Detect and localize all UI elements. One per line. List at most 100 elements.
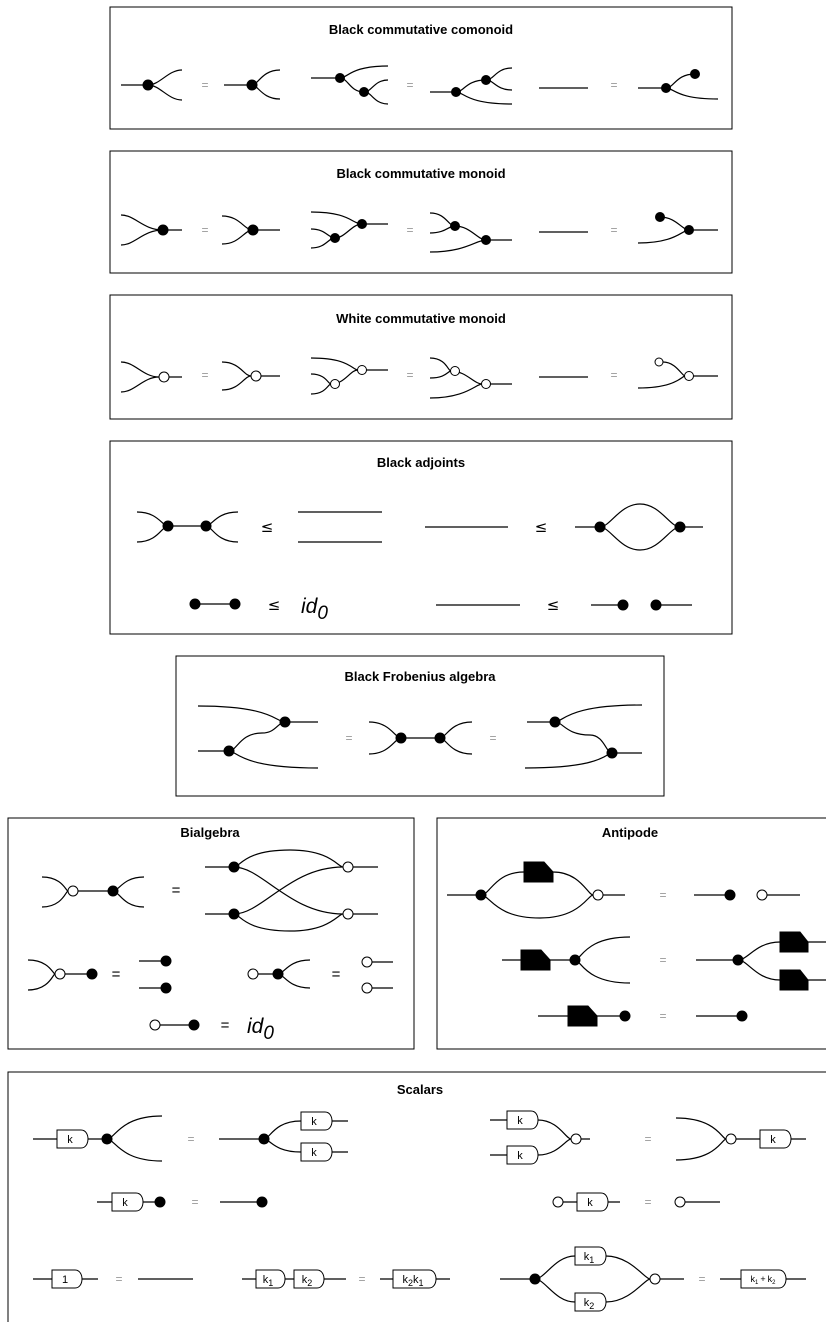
wire — [696, 941, 826, 981]
scalar-label: k — [122, 1197, 128, 1209]
panel-title: Bialgebra — [180, 825, 240, 840]
black-node — [569, 954, 581, 966]
black-node — [157, 224, 169, 236]
equals-sign: = — [345, 731, 352, 745]
scalar-box — [111, 1192, 144, 1212]
scalar-box — [759, 1129, 792, 1149]
black-node — [359, 87, 369, 97]
antipode-box — [779, 969, 809, 991]
panel-bialgebra: Bialgebra = = = = id0 — [7, 817, 415, 1050]
panel-scalars: Scalars k = k k k k = k k = — [7, 1071, 826, 1322]
antipode-box — [779, 931, 809, 953]
black-node — [619, 1010, 631, 1022]
black-node — [189, 598, 201, 610]
black-node — [357, 219, 367, 229]
panel-title: White commutative monoid — [336, 311, 506, 326]
scalar-box — [300, 1142, 333, 1162]
panel-frame — [175, 655, 665, 797]
equals-sign: = — [221, 1017, 230, 1034]
panel-title: Scalars — [397, 1082, 443, 1097]
white-node — [649, 1273, 661, 1285]
scalar-label: k2k1 — [402, 1274, 423, 1288]
scalar-box — [740, 1269, 787, 1289]
scalar-label: k2 — [584, 1297, 595, 1311]
equals-sign: = — [698, 1272, 705, 1286]
black-node — [107, 885, 119, 897]
white-node — [330, 379, 340, 389]
white-node — [67, 885, 79, 897]
wire — [500, 1255, 684, 1303]
panel-title: Black commutative monoid — [336, 166, 505, 181]
black-node — [475, 889, 487, 901]
equals-sign: = — [332, 966, 341, 983]
black-node — [228, 861, 240, 873]
scalar-box — [506, 1145, 539, 1165]
equals-sign: = — [644, 1132, 651, 1146]
black-node — [732, 954, 744, 966]
equals-sign: = — [201, 223, 208, 237]
black-node — [160, 955, 172, 967]
equals-sign: = — [644, 1195, 651, 1209]
black-node — [160, 982, 172, 994]
scalar-label: k — [311, 1147, 317, 1159]
equals-sign: = — [610, 223, 617, 237]
equals-sign: = — [172, 882, 181, 899]
equals-sign: = — [489, 731, 496, 745]
panel-frobenius: Black Frobenius algebra = = — [175, 655, 665, 797]
black-node — [247, 224, 259, 236]
scalar-box — [574, 1292, 607, 1312]
panel-black-monoid: Black commutative monoid = = = — [109, 150, 733, 274]
black-node — [674, 521, 686, 533]
wire — [490, 1119, 590, 1156]
panel-frame — [109, 294, 733, 420]
id-text: id — [301, 595, 319, 618]
equals-sign: = — [659, 953, 666, 967]
subscript: 2 — [408, 1278, 413, 1288]
white-node — [361, 956, 373, 968]
black-node — [529, 1273, 541, 1285]
white-node — [250, 370, 262, 382]
equals-sign: = — [659, 888, 666, 902]
panel-black-adjoints: Black adjoints ≤ ≤ ≤ id0 ≤ — [109, 440, 733, 635]
equals-sign: = — [115, 1272, 122, 1286]
equals-sign: = — [187, 1132, 194, 1146]
scalar-box — [392, 1269, 437, 1289]
black-node — [272, 968, 284, 980]
equals-sign: = — [406, 223, 413, 237]
wire — [221, 361, 280, 391]
black-node — [549, 716, 561, 728]
white-node — [654, 357, 664, 367]
black-node — [655, 212, 665, 222]
scalar-label: k — [770, 1134, 776, 1146]
black-node — [188, 1019, 200, 1031]
scalar-label: k — [67, 1134, 73, 1146]
black-node — [162, 520, 174, 532]
panel-title: Black adjoints — [377, 455, 465, 470]
scalar-box — [255, 1269, 286, 1289]
black-node — [450, 221, 460, 231]
black-node — [724, 889, 736, 901]
scalar-label: k2 — [302, 1274, 313, 1288]
k-text: k — [413, 1274, 419, 1286]
scalar-label: 1 — [62, 1274, 68, 1286]
equals-sign: = — [406, 78, 413, 92]
panel-frame — [436, 817, 826, 1050]
black-node — [684, 225, 694, 235]
black-node — [228, 908, 240, 920]
white-node — [342, 908, 354, 920]
white-node — [592, 889, 604, 901]
scalar-label: k1 — [263, 1274, 274, 1288]
white-node — [674, 1196, 686, 1208]
black-node — [650, 599, 662, 611]
black-node — [606, 747, 618, 759]
panel-title: Black commutative comonoid — [329, 22, 513, 37]
leq-sign: ≤ — [261, 518, 274, 536]
panel-frame — [109, 440, 733, 635]
wire — [575, 503, 703, 551]
subscript: 1 — [755, 1280, 759, 1286]
wire — [675, 1117, 806, 1161]
scalar-box — [293, 1269, 325, 1289]
wire — [205, 849, 378, 932]
black-node — [200, 520, 212, 532]
